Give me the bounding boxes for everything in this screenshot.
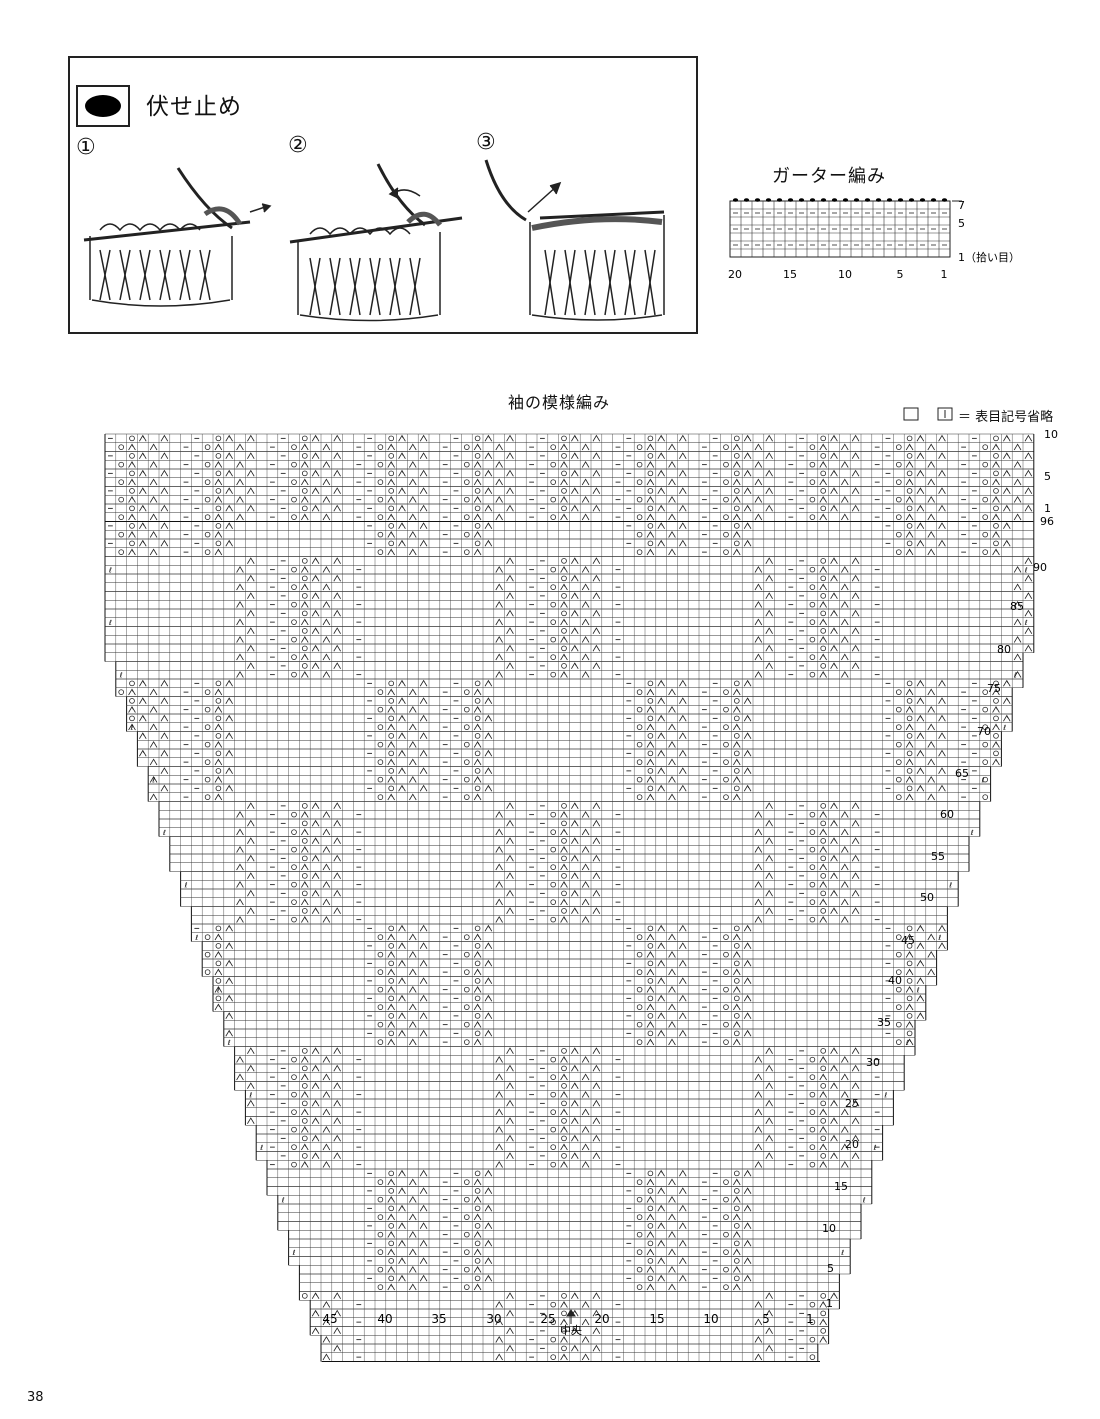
twisted-increase-mark: ℓ — [883, 1092, 887, 1100]
center-arrow — [566, 1309, 576, 1324]
twisted-increase-mark: ℓ — [259, 1144, 263, 1152]
sleeve-col-label: 1 — [806, 1312, 814, 1326]
sleeve-col-label: 20 — [594, 1312, 609, 1326]
sleeve-row-label: 25 — [845, 1097, 859, 1110]
twisted-increase-mark: ℓ — [184, 882, 188, 890]
sleeve-row-label: 80 — [997, 643, 1011, 656]
twisted-increase-mark: ℓ — [281, 1197, 285, 1205]
twisted-increase-mark: ℓ — [292, 1249, 296, 1257]
sleeve-row-label: 60 — [940, 808, 954, 821]
twisted-increase-mark: ℓ — [937, 934, 941, 942]
sleeve-col-label: 15 — [649, 1312, 664, 1326]
twisted-increase-mark: ℓ — [1013, 672, 1017, 680]
sleeve-row-label: 70 — [977, 725, 991, 738]
twisted-increase-mark: ℓ — [194, 934, 198, 942]
step-1-label: ① — [76, 135, 96, 160]
sleeve-row-label: 45 — [901, 934, 915, 947]
center-label: 中央 — [560, 1324, 582, 1337]
garter-chart: 7 5 1（拾い目） 20 15 10 5 1 — [728, 198, 1020, 281]
sleeve-top-row-label: 5 — [1044, 470, 1051, 483]
twisted-increase-mark: ℓ — [130, 724, 134, 732]
sleeve-col-label: 45 — [322, 1312, 337, 1326]
sleeve-row-label: 10 — [822, 1222, 836, 1235]
garter-col-label: 5 — [897, 268, 904, 281]
garter-title: ガーター編み — [772, 166, 886, 187]
sleeve-row-label: 30 — [866, 1056, 880, 1069]
twisted-increase-mark: ℓ — [162, 829, 166, 837]
bind-off-illustration-2 — [289, 163, 463, 322]
bind-off-panel — [68, 56, 698, 334]
twisted-increase-mark: ℓ — [840, 1249, 844, 1257]
sleeve-row-label: 75 — [987, 682, 1001, 695]
bind-off-illustration-3 — [484, 159, 665, 321]
sleeve-col-label: 35 — [431, 1312, 446, 1326]
twisted-increase-mark: ℓ — [1024, 567, 1028, 575]
garter-row-label: 5 — [958, 217, 965, 230]
twisted-increase-mark: ℓ — [970, 829, 974, 837]
sleeve-top-row-label: 1 — [1044, 502, 1051, 515]
sleeve-row-label: 55 — [931, 850, 945, 863]
sleeve-row-label: 15 — [834, 1180, 848, 1193]
twisted-increase-mark: ℓ — [1002, 724, 1006, 732]
twisted-increase-mark: ℓ — [916, 987, 920, 995]
sleeve-row-label: 1 — [826, 1297, 833, 1310]
sleeve-col-label: 10 — [703, 1312, 718, 1326]
sleeve-row-label: 96 — [1040, 515, 1054, 528]
sleeve-col-label: 30 — [486, 1312, 501, 1326]
twisted-increase-mark: ℓ — [1024, 619, 1028, 627]
page-number: 38 — [27, 1390, 44, 1405]
twisted-increase-mark: ℓ — [108, 619, 112, 627]
sleeve-row-label: 35 — [877, 1016, 891, 1029]
sleeve-chart-title: 袖の模様編み — [508, 393, 611, 412]
bind-off-title: 伏せ止め — [146, 94, 242, 120]
garter-col-label: 1 — [941, 268, 948, 281]
twisted-increase-mark: ℓ — [862, 1197, 866, 1205]
twisted-increase-mark: ℓ — [905, 1039, 909, 1047]
twisted-increase-mark: ℓ — [151, 777, 155, 785]
sleeve-row-label: 90 — [1033, 561, 1047, 574]
step-2-label: ② — [288, 133, 308, 158]
twisted-increase-mark: ℓ — [873, 1144, 877, 1152]
twisted-increase-mark: ℓ — [119, 672, 123, 680]
garter-col-label: 15 — [783, 268, 797, 281]
twisted-increase-mark: ℓ — [948, 882, 952, 890]
legend-symbols — [903, 407, 953, 421]
twisted-increase-mark: ℓ — [216, 987, 220, 995]
twisted-increase-mark: ℓ — [248, 1092, 252, 1100]
garter-col-label: 20 — [728, 268, 742, 281]
step-3-label: ③ — [476, 130, 496, 155]
legend-text: ＝ 表目記号省略 — [958, 410, 1054, 425]
twisted-increase-mark: ℓ — [227, 1039, 231, 1047]
sleeve-row-label: 85 — [1010, 600, 1024, 613]
bind-off-illustration-1 — [83, 167, 272, 307]
garter-col-label: 10 — [838, 268, 852, 281]
sleeve-row-label: 50 — [920, 891, 934, 904]
twisted-increase-mark: ℓ — [981, 777, 985, 785]
bind-off-symbol — [76, 85, 130, 127]
garter-row-label: 7 — [958, 199, 965, 212]
sleeve-col-label: 40 — [377, 1312, 392, 1326]
sleeve-row-label: 20 — [845, 1138, 859, 1151]
garter-row-label: 1（拾い目） — [958, 250, 1020, 264]
sleeve-col-label: 5 — [762, 1312, 770, 1326]
sleeve-row-label: 40 — [888, 974, 902, 987]
twisted-increase-mark: ℓ — [108, 567, 112, 575]
sleeve-row-label: 65 — [955, 767, 969, 780]
sleeve-top-row-label: 10 — [1044, 428, 1058, 441]
sleeve-row-label: 5 — [827, 1262, 834, 1275]
sleeve-col-label: 25 — [540, 1312, 555, 1326]
